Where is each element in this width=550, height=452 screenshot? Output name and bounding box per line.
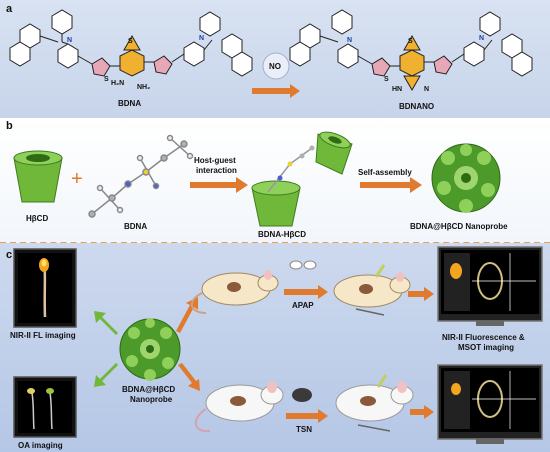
arrow-to-mouse-1 <box>176 297 198 333</box>
atom-h2n: H₂N <box>111 80 125 87</box>
thiophene-ring <box>433 55 453 75</box>
panel-b: b <box>0 118 550 243</box>
host-guest-label-2: interaction <box>196 166 237 175</box>
mouse-2 <box>333 264 411 316</box>
hbcd-cone <box>13 150 63 203</box>
pill <box>303 260 317 270</box>
probe-label-line1: BDNA@HβCD <box>122 385 176 394</box>
reaction-scheme <box>9 9 533 98</box>
panel-a-label: a <box>6 3 13 15</box>
bdnano-structure <box>289 9 533 92</box>
fl-imaging-monitor <box>13 248 77 328</box>
arrow-to-oa <box>94 363 118 387</box>
bdnano-name: BDNANO <box>399 102 435 111</box>
tsn-label: TSN <box>296 425 312 434</box>
naphthyl-ring <box>9 41 31 67</box>
atom-n: N <box>347 37 353 44</box>
atom-s: S <box>128 38 133 45</box>
bdna-model <box>88 134 194 218</box>
naphthyl-ring <box>289 41 311 67</box>
panel-a: a <box>0 0 550 118</box>
arrow-tsn <box>286 409 328 423</box>
mouse-1 <box>191 270 279 314</box>
atom-n: N <box>67 37 73 44</box>
bdna-structure <box>9 9 253 77</box>
arrow-to-fl <box>94 311 118 335</box>
probe-label-line2: Nanoprobe <box>130 395 173 404</box>
oa-imaging-monitor <box>13 376 77 438</box>
phenyl-ring <box>183 41 205 67</box>
phenyl-ring <box>57 43 79 69</box>
phenyl-ring <box>51 9 73 35</box>
bdna-model-name: BDNA <box>124 222 148 231</box>
no-reagent-bubble <box>262 52 290 80</box>
tsn-herb <box>292 388 312 402</box>
complex-name: BDNA-HβCD <box>258 230 306 239</box>
pill <box>289 260 303 270</box>
arrow-to-mouse-2 <box>178 363 200 391</box>
plus-sign: + <box>71 168 83 190</box>
self-assembly-label: Self-assembly <box>358 168 412 177</box>
phenyl-ring <box>331 9 353 35</box>
result-label-line2: MSOT imaging <box>458 343 514 352</box>
atom-nh2: NH₂ <box>137 84 151 91</box>
atom-hn: HN <box>392 86 403 93</box>
phenyl-ring <box>199 11 221 37</box>
triazole-ring <box>403 75 421 92</box>
result-monitor-2 <box>437 364 543 444</box>
atom-n: N <box>199 35 205 42</box>
reagent-label: NO <box>269 62 281 71</box>
thiadiazole-ring <box>123 34 141 51</box>
nanoprobe-c <box>119 318 181 381</box>
oa-imaging-label: OA imaging <box>18 441 63 450</box>
fl-imaging-label: NIR-II FL imaging <box>10 331 76 340</box>
apap-label: APAP <box>292 301 314 310</box>
reaction-arrow <box>252 84 300 98</box>
result-label-line1: NIR-II Fluorescence & <box>442 333 525 342</box>
thiadiazole-ring <box>403 34 421 51</box>
thiophene-ring <box>153 55 173 75</box>
nanoprobe-name: BDNA@HβCD Nanoprobe <box>410 222 508 231</box>
hbcd-name: HβCD <box>26 214 49 223</box>
thiophene-ring <box>371 57 391 77</box>
panel-c-label: c <box>6 249 13 261</box>
panel-c: c <box>0 243 550 452</box>
assembly-scheme <box>13 131 501 227</box>
complex-model <box>251 131 353 227</box>
arrow-host-guest <box>190 177 248 193</box>
arrow-self-assembly <box>360 177 422 193</box>
bdna-name: BDNA <box>118 99 142 108</box>
nanoprobe-sphere <box>431 143 501 213</box>
arrow-to-monitor-2 <box>410 405 434 419</box>
atom-s: S <box>408 38 413 45</box>
panel-b-label: b <box>6 120 13 132</box>
arrow-to-monitor-1 <box>408 287 434 301</box>
phenyl-ring <box>337 43 359 69</box>
atom-n: N <box>479 35 485 42</box>
phenyl-ring <box>479 11 501 37</box>
atom-s: S <box>104 76 109 83</box>
atom-s: S <box>384 76 389 83</box>
naphthyl-ring <box>511 51 533 77</box>
naphthyl-ring <box>231 51 253 77</box>
core-ring <box>119 49 145 77</box>
arrow-apap <box>284 285 328 299</box>
imaging-scheme <box>13 246 543 444</box>
phenyl-ring <box>463 41 485 67</box>
thiophene-ring <box>91 57 111 77</box>
host-guest-label-1: Host-guest <box>194 156 236 165</box>
mouse-3 <box>195 381 284 433</box>
core-ring <box>399 49 425 77</box>
atom-n-ring: N <box>424 86 430 93</box>
result-monitor-1 <box>437 246 543 326</box>
mouse-4 <box>335 374 414 432</box>
